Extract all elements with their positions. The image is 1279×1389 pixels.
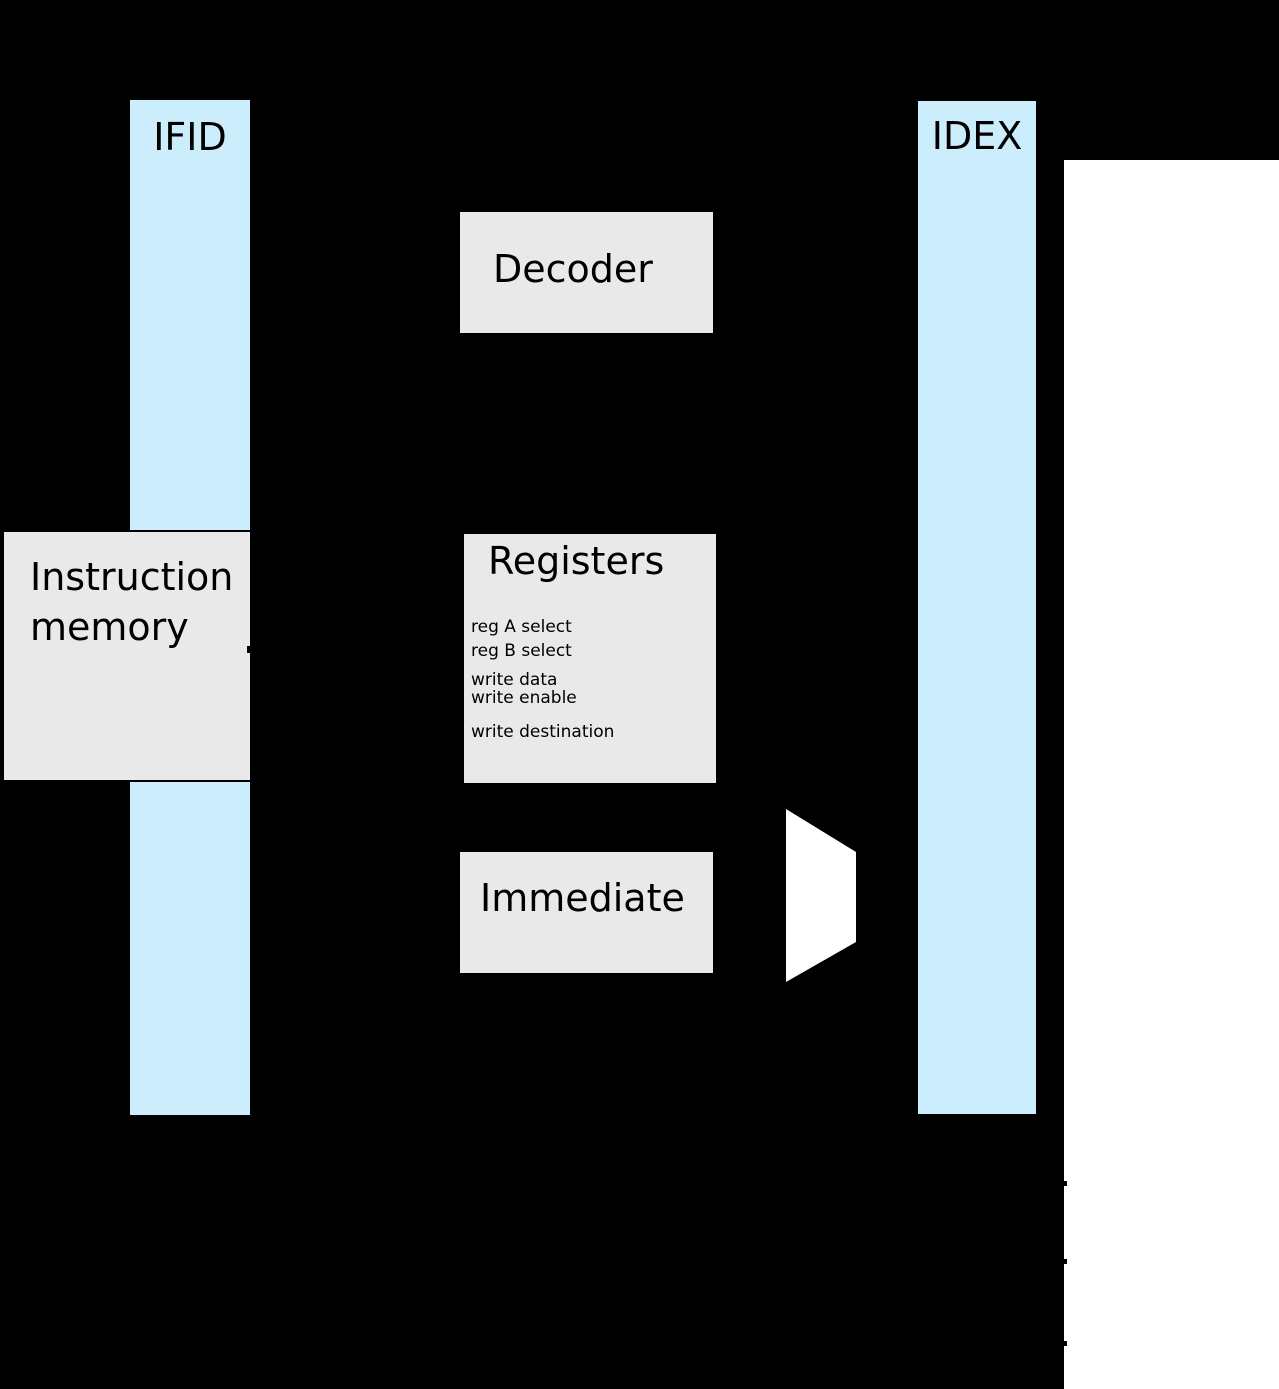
decoder-block: Decoder — [458, 210, 715, 335]
instruction-memory-label: Instruction memory — [30, 555, 234, 649]
ex-stage-signal-stub-1 — [1062, 1181, 1067, 1186]
registers-port-reg-b-select: reg B select — [471, 641, 572, 661]
immediate-block: Immediate — [458, 850, 715, 975]
ex-stage-signal-stub-2 — [1062, 1259, 1067, 1264]
registers-port-write-enable: write enable — [471, 688, 577, 708]
registers-block: Registers reg A select reg B select writ… — [462, 532, 718, 785]
mux-shape — [786, 809, 856, 982]
idex-label: IDEX — [931, 114, 1023, 158]
registers-port-write-destination: write destination — [471, 722, 615, 742]
ifid-label: IFID — [153, 115, 227, 159]
registers-label: Registers — [488, 539, 665, 583]
registers-port-write-data: write data — [471, 670, 558, 690]
pipeline-register-idex: IDEX — [916, 99, 1038, 1116]
instruction-memory-signal-stub — [247, 646, 252, 653]
decoder-label: Decoder — [493, 247, 653, 291]
instruction-memory-block: Instruction memory — [2, 530, 252, 782]
registers-port-reg-a-select: reg A select — [471, 617, 572, 637]
immediate-label: Immediate — [480, 876, 685, 920]
ex-stage-signal-stub-3 — [1062, 1341, 1067, 1346]
ex-stage-background — [1064, 160, 1279, 1389]
